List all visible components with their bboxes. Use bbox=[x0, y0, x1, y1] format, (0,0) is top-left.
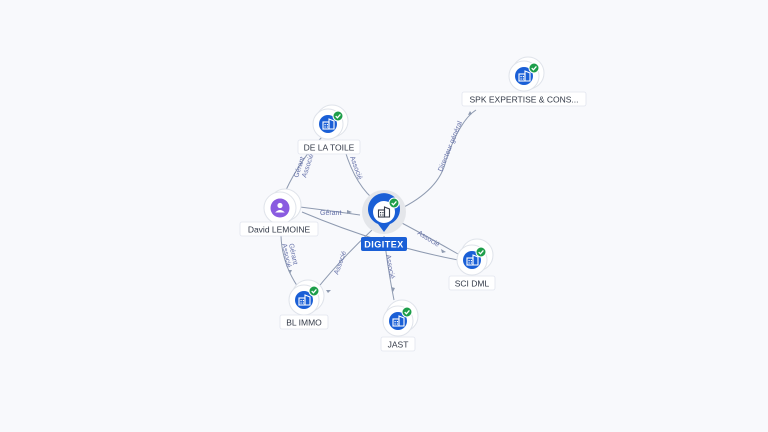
check-badge-icon bbox=[401, 306, 413, 318]
arrow-head bbox=[347, 210, 352, 214]
arrow-head bbox=[468, 111, 472, 115]
building-icon bbox=[377, 206, 391, 218]
node-label-box bbox=[279, 314, 329, 330]
edge-digitex-spk bbox=[397, 109, 477, 211]
node-david-lemoine[interactable]: David LEMOINE bbox=[239, 188, 319, 237]
arrow-head bbox=[441, 249, 446, 253]
node-bl-immo[interactable]: BL IMMO bbox=[279, 279, 329, 330]
node-label: BL IMMO bbox=[286, 318, 322, 328]
node-label: DIGITEX bbox=[364, 240, 404, 250]
edge-label-digitex-sci-dml: Associé bbox=[416, 230, 441, 249]
edge-david-digitex bbox=[299, 206, 361, 216]
person-icon bbox=[275, 202, 285, 213]
node-digitex[interactable]: DIGITEX bbox=[361, 190, 407, 251]
check-badge-icon bbox=[388, 197, 400, 209]
edge-digitex-sci-dml bbox=[399, 221, 459, 255]
edge-label-digitex-bl-immo: Associé bbox=[333, 250, 348, 276]
node-label-box bbox=[297, 139, 361, 155]
node-label-box bbox=[461, 91, 587, 107]
arrow-head bbox=[326, 290, 331, 293]
check-badge-icon bbox=[528, 62, 540, 74]
check-badge-icon bbox=[308, 285, 320, 297]
node-label-box bbox=[380, 336, 416, 352]
node-label-box bbox=[361, 237, 407, 251]
arrow-head bbox=[391, 287, 395, 292]
edge-label-david-bl-immo-gerant: Gérant bbox=[287, 243, 298, 265]
node-de-la-toile[interactable]: DE LA TOILE bbox=[297, 104, 361, 155]
edge-digitex-bl-immo bbox=[315, 229, 373, 291]
edge-label-digitex-spk: Directeur général bbox=[437, 120, 464, 173]
node-jast[interactable]: JAST bbox=[380, 299, 419, 352]
check-badge-icon bbox=[475, 246, 487, 258]
node-label: SPK EXPERTISE & CONS... bbox=[470, 95, 579, 105]
edge-label-david-bl-immo-associe: Associé bbox=[280, 243, 292, 269]
node-sci-dml[interactable]: SCI DML bbox=[448, 238, 496, 291]
check-badge-icon bbox=[332, 110, 344, 122]
node-label: David LEMOINE bbox=[248, 225, 311, 235]
edge-label-de-la-toile-digitex: Associé bbox=[348, 155, 363, 181]
edge-label-digitex-jast: Associé bbox=[384, 254, 395, 279]
node-label: SCI DML bbox=[455, 279, 490, 289]
node-label-box bbox=[448, 275, 496, 291]
node-label-box bbox=[239, 221, 319, 237]
node-label: DE LA TOILE bbox=[304, 143, 355, 153]
arrow-head bbox=[288, 270, 292, 274]
node-spk[interactable]: SPK EXPERTISE & CONS... bbox=[461, 56, 587, 107]
edge-label-david-digitex: Gérant bbox=[320, 210, 341, 217]
node-label: JAST bbox=[388, 340, 409, 350]
